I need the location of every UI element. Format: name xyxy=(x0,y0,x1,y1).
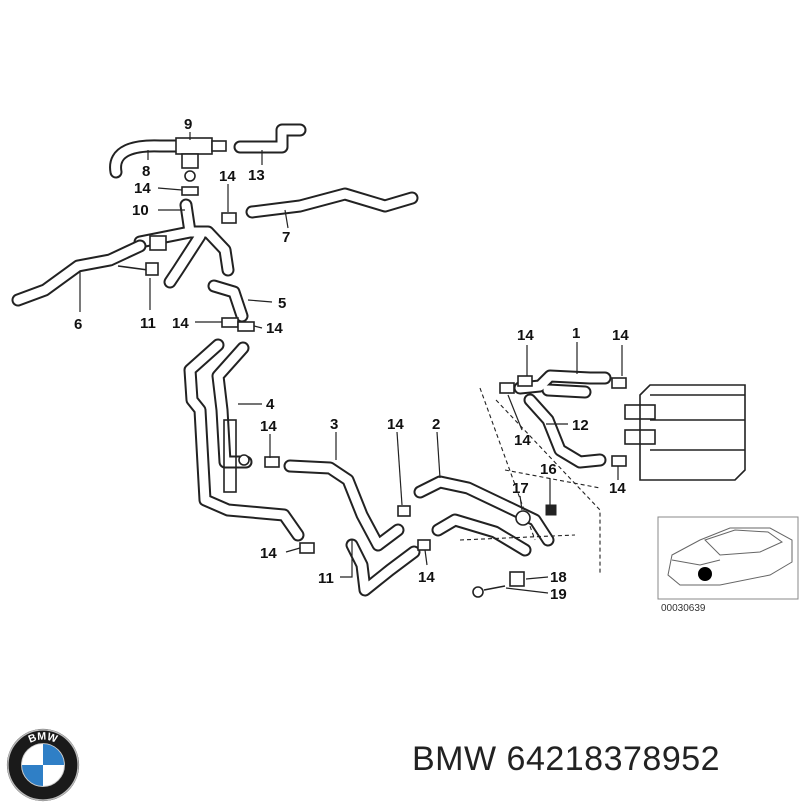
callout-14: 14 xyxy=(266,320,283,337)
part-16 xyxy=(545,504,557,516)
hose-part-13 xyxy=(233,123,307,154)
part-18 xyxy=(509,571,525,587)
leader-lines xyxy=(79,132,623,594)
callout-14: 14 xyxy=(260,545,277,562)
callout-15: 11 xyxy=(140,315,156,332)
hose-part-3 xyxy=(283,459,405,552)
callout-1: 1 xyxy=(572,325,580,342)
callout-14: 14 xyxy=(134,180,151,197)
vehicle-inset: 00030639 xyxy=(657,516,799,614)
dashed-guide xyxy=(504,469,601,489)
hose-part-12 xyxy=(523,393,607,469)
callout-10: 10 xyxy=(132,202,149,219)
part-number: 64218378952 xyxy=(506,740,721,778)
callout-5: 5 xyxy=(278,295,286,312)
tube-part-2 xyxy=(413,475,555,557)
clamps xyxy=(181,186,627,554)
part-17 xyxy=(515,510,531,526)
hose-part-6 xyxy=(11,235,167,307)
callout-4: 4 xyxy=(266,396,275,413)
hose-part-8 xyxy=(109,139,187,179)
tube-part-4 xyxy=(183,338,305,542)
hose-part-1 xyxy=(513,369,612,399)
callout-14: 14 xyxy=(219,168,236,185)
callout-11: 11 xyxy=(318,570,334,587)
hose-part-5 xyxy=(207,279,249,323)
callout-6: 6 xyxy=(74,316,82,333)
reference-code: 00030639 xyxy=(661,603,706,614)
callout-14: 14 xyxy=(172,315,189,332)
hose-part-7 xyxy=(245,187,419,219)
callout-17: 17 xyxy=(512,480,529,497)
dashed-guide xyxy=(459,534,576,541)
callout-8: 8 xyxy=(142,163,150,180)
hose-part-11 xyxy=(345,538,421,597)
callout-12: 12 xyxy=(572,417,589,434)
callout-16: 16 xyxy=(540,461,557,478)
callout-9: 9 xyxy=(184,116,192,133)
callout-14: 14 xyxy=(418,569,435,586)
callout-7: 7 xyxy=(282,229,290,246)
callout-14: 14 xyxy=(260,418,277,435)
brand-name: BMW xyxy=(412,740,497,778)
callout-18: 18 xyxy=(550,569,567,586)
part-19-bolt xyxy=(472,585,506,598)
callout-14: 14 xyxy=(387,416,404,433)
callout-2: 2 xyxy=(432,416,440,433)
callout-14: 14 xyxy=(517,327,534,344)
callout-14: 14 xyxy=(609,480,626,497)
callout-3: 3 xyxy=(330,416,338,433)
part-15-screw xyxy=(117,262,159,276)
callout-13: 13 xyxy=(248,167,265,184)
bmw-logo: BMW xyxy=(6,728,80,802)
callout-14: 14 xyxy=(514,432,531,449)
brand-part-number: BMW 64218378952 xyxy=(412,740,720,779)
callout-19: 19 xyxy=(550,586,567,603)
heater-unit xyxy=(624,384,746,481)
logo-letters: BMW xyxy=(27,730,60,745)
dashed-guide xyxy=(495,399,601,575)
valve-part-9 xyxy=(175,137,227,182)
callout-14: 14 xyxy=(612,327,629,344)
